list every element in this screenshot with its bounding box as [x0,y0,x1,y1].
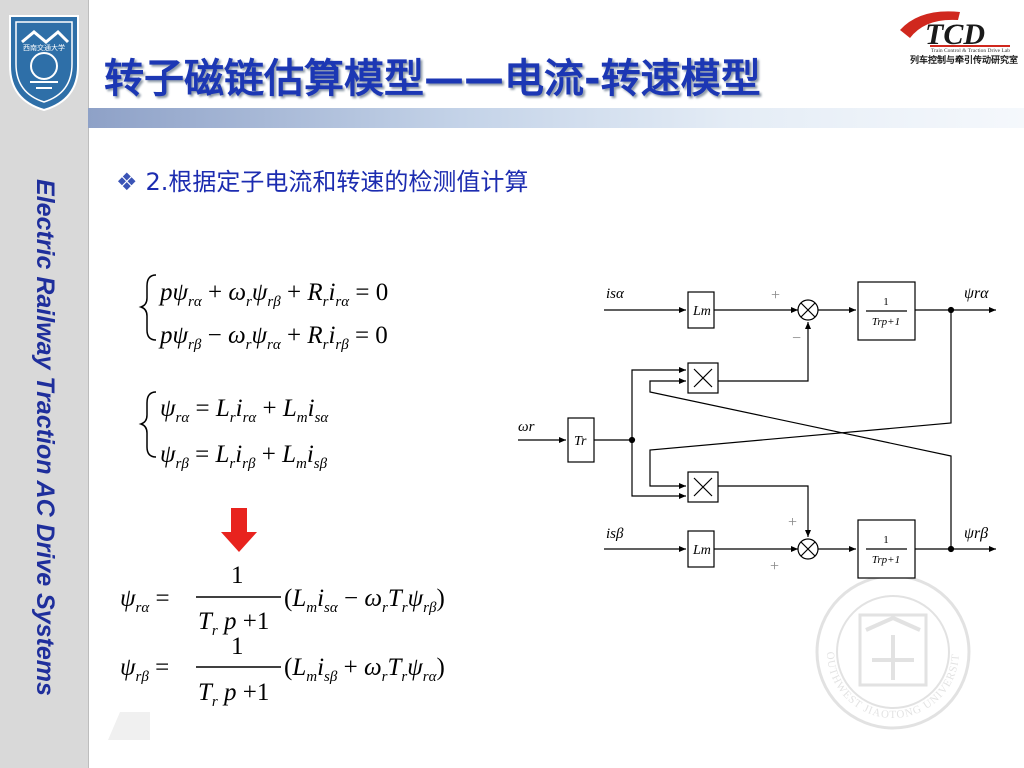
svg-text:(Lmisβ + ωrTrψrα): (Lmisβ + ωrTrψrα) [284,654,445,685]
sum-top-icon [800,302,816,318]
eq2-line2: ψrβ = Lrirβ + Lmisβ [160,441,328,472]
wire-mult-top-to-sum-top [718,322,811,382]
svg-text:ψrα =: ψrα = [120,585,170,616]
wire-tr-to-mult-bottom [631,440,686,499]
label-psi-r-alpha: ψrα [964,285,989,302]
bottom-decoration [108,712,150,740]
tf-top-denominator: Trp+1 [872,316,900,328]
diagram-labels: isα isβ ωr ψrα ψrβ Lm Lm Tr 1 Trp+1 1 Tr… [518,285,989,566]
university-logo-text: 西南交通大学 [23,43,65,52]
eq1-line1: pψrα + ωrψrβ + Rrirα = 0 [158,279,388,310]
bullet-point: ❖2.根据定子电流和转速的检测值计算 [116,162,528,197]
title-band [88,108,1024,128]
block-tr [567,417,595,463]
tf-top-numerator: 1 [883,296,889,308]
svg-text:1: 1 [231,562,244,589]
block-tr-label: Tr [574,434,587,449]
block-lm-bottom-label: Lm [692,543,711,558]
block-lm-top-label: Lm [692,304,711,319]
block-lm-top [687,291,715,329]
junction-tr [628,436,636,444]
sign-plus-top: + [771,287,780,304]
equation-set-2: ψrα = Lrirα + Lmisα ψrβ = Lrirβ + Lmisβ [138,391,329,472]
label-i-s-beta: isβ [606,526,624,542]
junction-psi-alpha [947,306,955,314]
svg-text:Tr p +1: Tr p +1 [198,608,269,639]
label-i-s-alpha: isα [606,286,625,302]
tcd-subtitle-en: Train Control & Traction Drive Lab [931,48,1010,54]
wire-mult-bottom-to-sum-bottom [718,485,811,537]
svg-text:pψrβ − ωrψrα + Rrirβ = 0: pψrβ − ωrψrα + Rrirβ = 0 [158,322,388,353]
equation-set-3: ψrα = 1 Tr p +1 (Lmisα − ωrTrψrβ) ψrβ = … [120,562,445,710]
multiply-bottom-icon [693,477,713,497]
slide-title: 转子磁链估算模型——电流-转速模型 [104,56,761,102]
university-logo: 西南交通大学 [9,15,79,112]
block-diagram [518,281,996,579]
svg-text:ψrβ =: ψrβ = [120,654,169,685]
wire-psi-beta-feedback [649,378,952,549]
bullet-diamond-icon: ❖ [116,168,138,196]
block-lm-bottom [687,530,715,568]
sign-minus-top: − [792,330,801,347]
bullet-text: 2.根据定子电流和转速的检测值计算 [145,168,529,196]
eq3-line1: ψrα = 1 Tr p +1 (Lmisα − ωrTrψrβ) [120,562,445,639]
wire-psi-alpha-feedback [649,310,952,489]
svg-text:1: 1 [231,633,244,660]
wire-tr-to-mult-top [631,367,686,440]
tcd-subtitle-cn: 列车控制与牵引传动研究室 [910,54,1018,65]
watermark-seal: SOUTHWEST JIAOTONG UNIVERSITY [0,0,971,730]
multiply-top-icon [693,368,713,388]
sign-plus-bottom-upper: + [788,514,797,531]
sign-labels: + − + + [770,287,801,575]
sign-plus-bottom-lower: + [770,558,779,575]
svg-text:Tr p +1: Tr p +1 [198,679,269,710]
tf-bottom-numerator: 1 [883,534,889,546]
eq1-line2: pψrβ − ωrψrα + Rrirβ = 0 [158,322,388,353]
svg-text:pψrα + ωrψrβ + Rrirα = 0: pψrα + ωrψrβ + Rrirα = 0 [158,279,388,310]
label-omega-r: ωr [518,419,535,435]
tf-bottom-denominator: Trp+1 [872,554,900,566]
red-down-arrow [221,508,257,552]
svg-text:ψrβ = Lrirβ + Lmisβ: ψrβ = Lrirβ + Lmisβ [160,441,328,472]
svg-text:(Lmisα − ωrTrψrβ): (Lmisα − ωrTrψrβ) [284,585,445,616]
equation-set-1: pψrα + ωrψrβ + Rrirα = 0 pψrβ − ωrψrα + … [138,274,388,353]
eq2-line1: ψrα = Lrirα + Lmisα [160,395,329,426]
junction-psi-beta [947,545,955,553]
svg-text:ψrα = Lrirα + Lmisα: ψrα = Lrirα + Lmisα [160,395,329,426]
left-sidebar [0,0,89,768]
tcd-logo: TCD Train Control & Traction Drive Lab 列… [900,11,1018,65]
eq3-line2: ψrβ = 1 Tr p +1 (Lmisβ + ωrTrψrα) [120,633,445,710]
sum-bottom-icon [800,541,816,557]
label-psi-r-beta: ψrβ [964,525,988,542]
